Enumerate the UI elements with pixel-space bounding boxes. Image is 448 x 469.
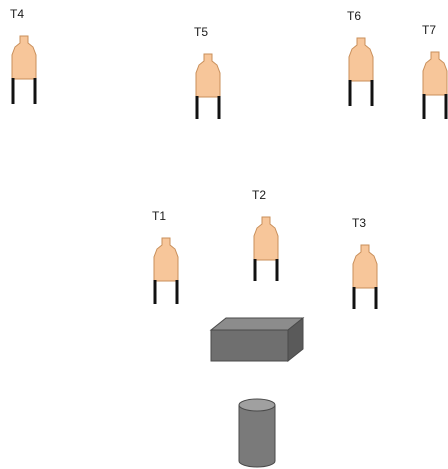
target-label: T2 [252,188,266,202]
cylinder-body [239,405,275,467]
cylinder-top [239,399,275,411]
target-t7: T7 [422,23,447,119]
target-t5: T5 [194,25,220,119]
target-label: T5 [194,25,208,39]
target-silhouette [12,36,36,79]
target-label: T3 [352,216,366,230]
box-obstacle [211,318,303,361]
target-label: T7 [422,23,436,37]
target-t1: T1 [152,209,178,304]
target-silhouette [423,52,447,95]
target-label: T4 [10,7,24,21]
target-silhouette [349,38,373,81]
box-top-face [211,318,303,330]
target-t3: T3 [352,216,377,309]
target-label: T6 [347,9,361,23]
target-silhouette [196,54,220,97]
target-silhouette [353,245,377,288]
target-label: T1 [152,209,166,223]
target-t2: T2 [252,188,278,281]
cylinder-obstacle [239,399,275,467]
target-silhouette [154,238,178,281]
target-t6: T6 [347,9,373,106]
target-silhouette [254,217,278,260]
target-t4: T4 [10,7,36,104]
box-front-face [211,330,288,361]
